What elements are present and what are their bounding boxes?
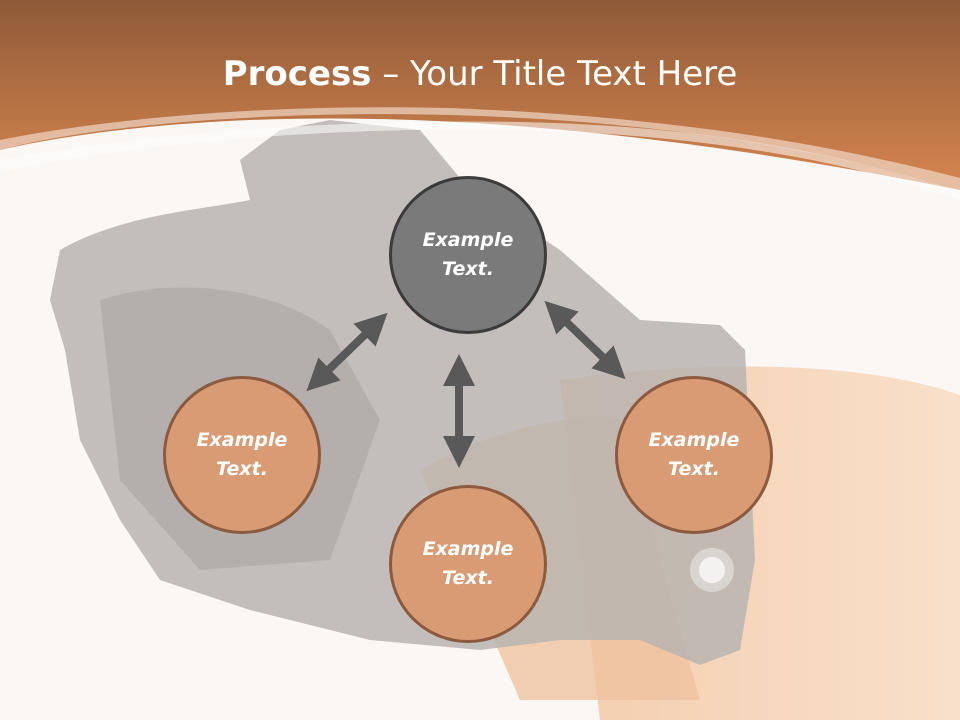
node-right: Example Text. <box>615 376 773 534</box>
node-center-label: Example Text. <box>422 229 514 280</box>
node-bottom-label: Example Text. <box>422 538 514 589</box>
title-bold: Process <box>222 54 372 94</box>
arrow-center-left <box>306 312 388 392</box>
slide-title: Process – Your Title Text Here <box>0 52 960 96</box>
node-left-label: Example Text. <box>196 429 288 480</box>
arrow-center-right <box>544 300 626 380</box>
node-bottom: Example Text. <box>389 485 547 643</box>
title-rest: – Your Title Text Here <box>371 54 738 94</box>
node-right-label: Example Text. <box>648 429 740 480</box>
node-left: Example Text. <box>163 376 321 534</box>
node-center: Example Text. <box>389 176 547 334</box>
